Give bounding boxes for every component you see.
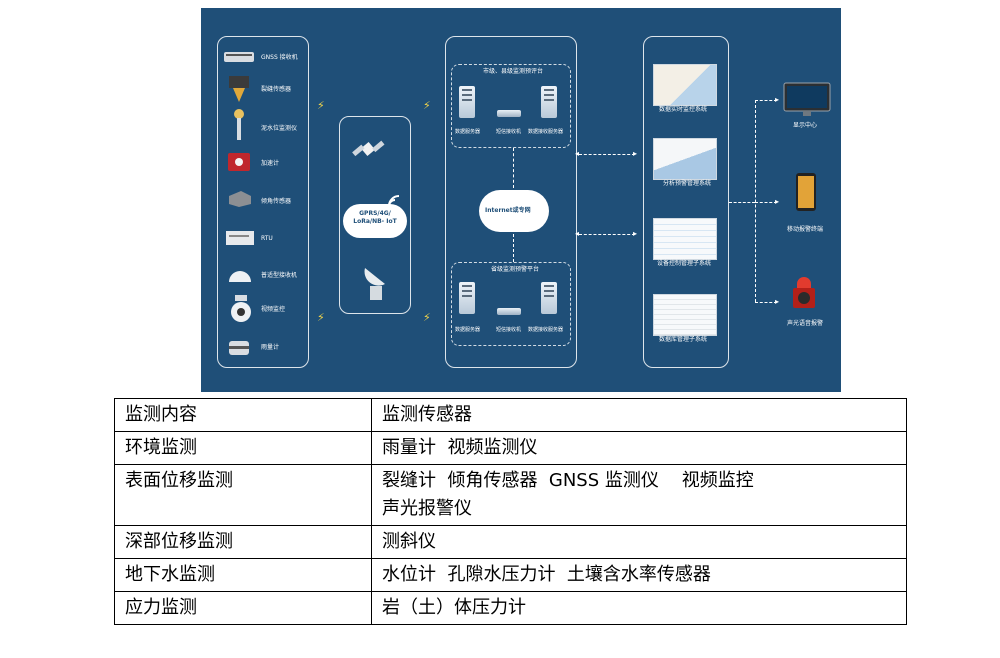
sensor-label: 加速计 [261, 160, 280, 167]
table-cell: 雨量计 视频监测仪 [371, 431, 907, 465]
dome-receiver-icon [229, 271, 251, 282]
server-icon [541, 282, 557, 314]
monitoring-system-diagram: GNSS 接收机 裂缝传感器 泥水位监测仪 加速计 倾角传感器 RTU 普适型接… [201, 8, 841, 392]
arrow-right-icon: ▸ [775, 297, 780, 306]
table-row: 地下水监测 水位计 孔隙水压力计 土壤含水率传感器 [114, 558, 907, 592]
sensor-label: 裂缝传感器 [261, 86, 292, 93]
upper-platform-title: 市级、县级监测预评台 [483, 68, 544, 75]
gnss-receiver-icon [224, 52, 254, 62]
table-cell: 水位计 孔隙水压力计 土壤含水率传感器 [371, 558, 907, 592]
platform-item: 数据接收服务器 [528, 129, 564, 135]
wireless-bolt-icon: ⚡ [423, 311, 431, 324]
table-cell: 岩（土）体压力计 [371, 591, 907, 625]
platform-item: 数据接收服务器 [528, 327, 564, 333]
table-cell: 表面位移监测 [114, 464, 372, 526]
server-icon [459, 86, 475, 118]
table-cell: 裂缝计 倾角传感器 GNSS 监测仪 视频监控 声光报警仪 [371, 464, 907, 526]
table-row: 深部位移监测 测斜仪 [114, 525, 907, 559]
internet-cloud [479, 190, 549, 232]
table-row: 表面位移监测 裂缝计 倾角传感器 GNSS 监测仪 视频监控 声光报警仪 [114, 464, 907, 526]
lower-platform [451, 262, 571, 346]
tilt-sensor-icon [229, 191, 251, 207]
crack-sensor-icon [229, 76, 249, 102]
monitoring-table: 监测内容 监测传感器 环境监测 雨量计 视频监测仪 表面位移监测 裂缝计 倾角传… [114, 398, 907, 625]
platform-item: 数据服务器 [455, 327, 481, 333]
accelerometer-icon [228, 153, 250, 171]
water-level-icon [234, 109, 244, 140]
sensor-label: GNSS 接收机 [261, 54, 298, 61]
table-cell: 测斜仪 [371, 525, 907, 559]
communication-panel [339, 116, 411, 314]
output-label: 移动报警终端 [787, 226, 824, 233]
table-row: 环境监测 雨量计 视频监测仪 [114, 431, 907, 465]
server-icon [541, 86, 557, 118]
system-label: 数据实时监控系统 [659, 106, 708, 113]
platform-link-line [513, 148, 514, 188]
link-line [755, 202, 777, 203]
platform-link-line [513, 234, 514, 262]
sensor-panel [217, 36, 309, 368]
output-label: 显示中心 [793, 122, 818, 129]
arrow-right-icon: ▸ [633, 149, 638, 158]
sensor-label: 倾角传感器 [261, 198, 292, 205]
output-label: 声光语音报警 [787, 320, 824, 327]
platform-item: 数据服务器 [455, 129, 481, 135]
platform-item: 短信接收机 [496, 327, 522, 333]
control-screenshot [653, 218, 717, 260]
sensor-label: 普适型接收机 [261, 272, 298, 279]
internet-label: Internet或专网 [485, 207, 531, 214]
system-label: 分析预警管理系统 [663, 180, 712, 187]
arrow-right-icon: ▸ [775, 197, 780, 206]
platform-item: 短信接收机 [496, 129, 522, 135]
table-cell: 地下水监测 [114, 558, 372, 592]
platform-panel [445, 36, 577, 368]
monitor-icon [783, 82, 831, 116]
sensor-label: 雨量计 [261, 344, 280, 351]
table-header-row: 监测内容 监测传感器 [114, 398, 907, 432]
camera-icon [231, 295, 251, 322]
arrow-left-icon: ◂ [575, 149, 580, 158]
sensor-label: 泥水位监测仪 [261, 125, 298, 132]
system-label: 设备控制管理子系统 [657, 260, 712, 267]
system-label: 数据库管理子系统 [659, 336, 708, 343]
wireless-bolt-icon: ⚡ [317, 99, 325, 112]
link-line [579, 154, 635, 155]
upper-platform [451, 64, 571, 148]
comm-cloud [343, 204, 407, 238]
receiver-icon [497, 110, 521, 117]
link-line [579, 234, 635, 235]
server-icon [459, 282, 475, 314]
arrow-right-icon: ▸ [775, 95, 780, 104]
sensor-label: RTU [261, 235, 273, 242]
table-cell: 应力监测 [114, 591, 372, 625]
link-line [729, 202, 755, 203]
link-line [755, 302, 777, 303]
systems-panel [643, 36, 729, 368]
wireless-bolt-icon: ⚡ [423, 99, 431, 112]
satellite-dish-icon [364, 268, 385, 300]
table-header-cell: 监测内容 [114, 398, 372, 432]
link-line [755, 100, 756, 302]
table-row: 应力监测 岩（土）体压力计 [114, 591, 907, 625]
arrow-left-icon: ◂ [575, 229, 580, 238]
analysis-screenshot [653, 138, 717, 180]
mobile-phone-icon [796, 173, 816, 211]
table-cell: 环境监测 [114, 431, 372, 465]
arrow-right-icon: ▸ [633, 229, 638, 238]
rtu-icon [226, 231, 254, 245]
lower-platform-title: 省级监测预警平台 [491, 266, 540, 273]
table-header-cell: 监测传感器 [371, 398, 907, 432]
link-line [755, 100, 777, 101]
wireless-bolt-icon: ⚡ [317, 311, 325, 324]
database-screenshot [653, 294, 717, 336]
rain-gauge-icon [229, 341, 249, 355]
alarm-light-icon [793, 277, 815, 308]
receiver-icon [497, 308, 521, 315]
sensor-label: 视频监控 [261, 306, 286, 313]
satellite-icon [352, 140, 385, 157]
comm-label: GPRS/4G/ LoRa/NB- IoT [353, 210, 397, 225]
table-cell: 深部位移监测 [114, 525, 372, 559]
map-screenshot [653, 64, 717, 106]
